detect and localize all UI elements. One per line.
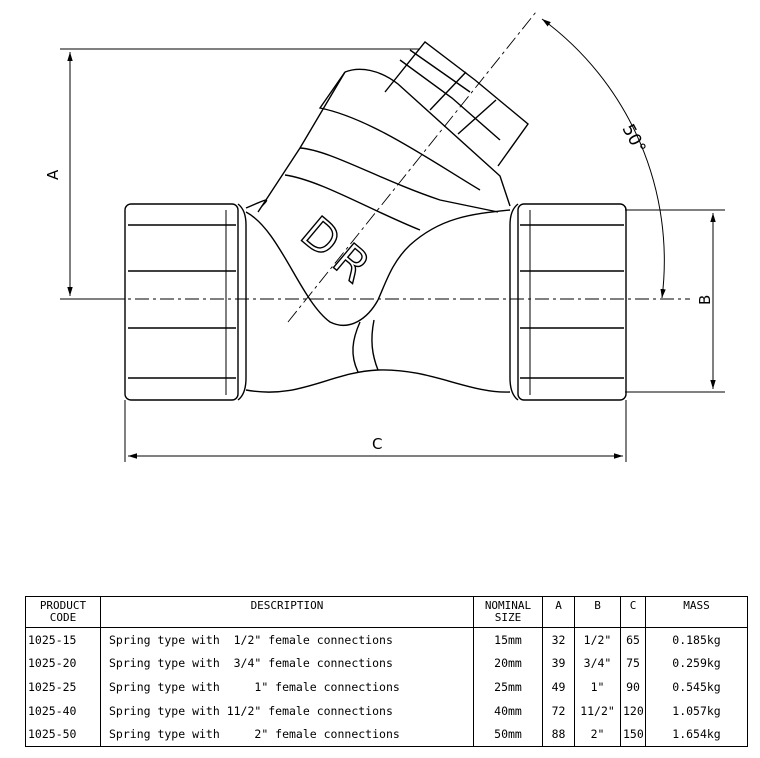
cell-a: 49 [542, 675, 575, 699]
cell-size: 25mm [473, 675, 543, 699]
cell-b: 1" [574, 675, 621, 699]
left-hex-end [124, 203, 247, 401]
right-hex-end [509, 203, 627, 401]
angle-label: 50° [618, 121, 650, 157]
dimension-a-label: A [44, 169, 62, 180]
cell-description: Spring type with 1" female connections [100, 675, 474, 699]
body-marking: DR [290, 206, 386, 298]
valve-body [245, 41, 529, 393]
body-marking-text: DR [291, 207, 385, 298]
cell-code: 1025-20 [25, 651, 101, 676]
header-a: A [542, 596, 575, 628]
cell-size: 40mm [473, 698, 543, 723]
cell-b: 3/4" [574, 651, 621, 676]
cell-mass: 1.654kg [645, 722, 748, 747]
cell-a: 88 [542, 722, 575, 747]
angle-arc [541, 18, 666, 299]
table-row: 1025-50 Spring type with 2" female conne… [25, 722, 748, 747]
header-c: C [620, 596, 646, 628]
table-row: 1025-40 Spring type with 11/2" female co… [25, 698, 748, 723]
centerlines [60, 11, 690, 323]
cell-description: Spring type with 2" female connections [100, 722, 474, 747]
cell-description: Spring type with 11/2" female connection… [100, 698, 474, 723]
cell-a: 39 [542, 651, 575, 676]
cell-a: 32 [542, 627, 575, 652]
dimension-c-label: C [372, 435, 382, 453]
cell-code: 1025-15 [25, 627, 101, 652]
cell-mass: 1.057kg [645, 698, 748, 723]
valve-drawing: A B C 50° [44, 11, 725, 462]
cell-c: 65 [620, 627, 646, 652]
cell-mass: 0.545kg [645, 675, 748, 699]
cell-size: 50mm [473, 722, 543, 747]
dimension-b-label: B [696, 295, 714, 305]
cell-description: Spring type with 1/2" female connections [100, 627, 474, 652]
table-row: 1025-20 Spring type with 3/4" female con… [25, 651, 748, 676]
cell-size: 15mm [473, 627, 543, 652]
cell-code: 1025-25 [25, 675, 101, 699]
table-row: 1025-25 Spring type with 1" female conne… [25, 675, 748, 699]
header-description: DESCRIPTION [100, 596, 474, 628]
cell-a: 72 [542, 698, 575, 723]
cell-c: 75 [620, 651, 646, 676]
cell-mass: 0.259kg [645, 651, 748, 676]
cell-c: 90 [620, 675, 646, 699]
cell-code: 1025-40 [25, 698, 101, 723]
header-mass: MASS [645, 596, 748, 628]
cell-mass: 0.185kg [645, 627, 748, 652]
cell-size: 20mm [473, 651, 543, 676]
cell-c: 150 [620, 722, 646, 747]
cell-description: Spring type with 3/4" female connections [100, 651, 474, 676]
cell-code: 1025-50 [25, 722, 101, 747]
header-b: B [574, 596, 621, 628]
cell-b: 2" [574, 722, 621, 747]
table-row: 1025-15 Spring type with 1/2" female con… [25, 627, 748, 652]
cell-b: 11/2" [574, 698, 621, 723]
cell-b: 1/2" [574, 627, 621, 652]
cell-c: 120 [620, 698, 646, 723]
